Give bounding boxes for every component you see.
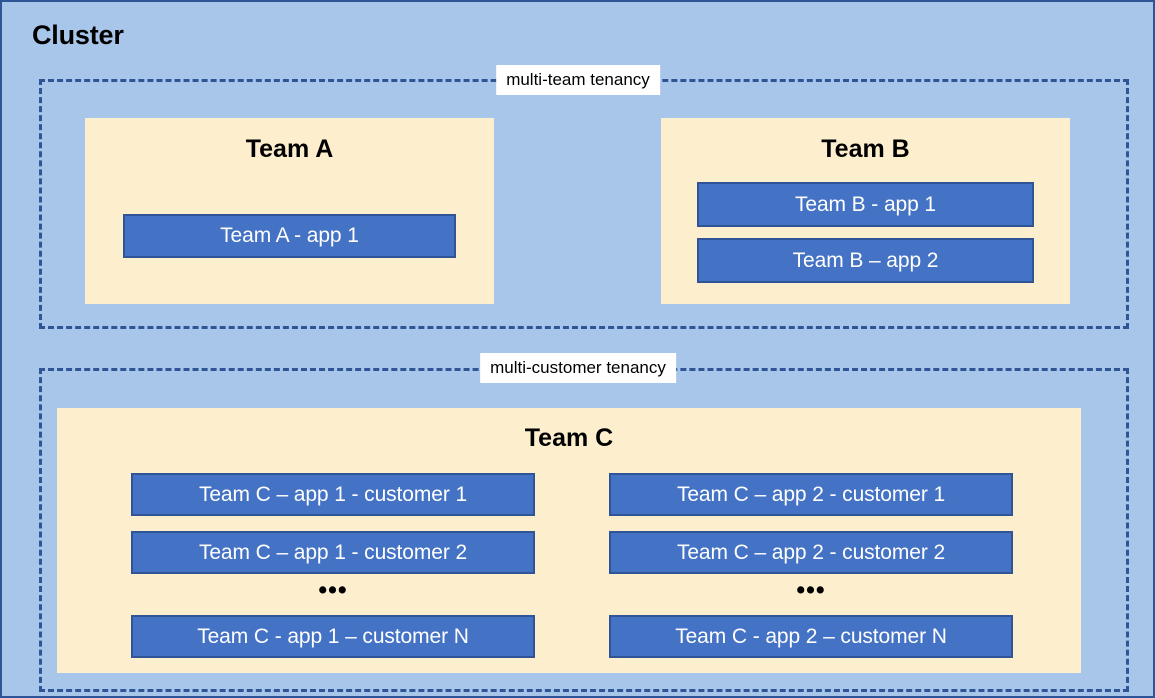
team-box-team-a: Team A Team A - app 1 [85, 118, 494, 304]
team-box-team-c: Team C Team C – app 1 - customer 1 Team … [57, 408, 1081, 673]
app-box-team-c-app2-customerN[interactable]: Team C - app 2 – customer N [609, 615, 1013, 658]
app-box-team-c-app1-customer1[interactable]: Team C – app 1 - customer 1 [131, 473, 535, 516]
ellipsis-team-c-app2-glyph: ••• [796, 576, 826, 604]
app-box-team-a-app-1[interactable]: Team A - app 1 [123, 214, 456, 258]
cluster-title: Cluster [32, 20, 124, 50]
app-box-team-c-app2-customer2[interactable]: Team C – app 2 - customer 2 [609, 531, 1013, 574]
tenancy-label-multi-team: multi-team tenancy [496, 65, 660, 95]
app-box-team-c-app1-customerN[interactable]: Team C - app 1 – customer N [131, 615, 535, 658]
app-box-team-c-app1-customer2[interactable]: Team C – app 1 - customer 2 [131, 531, 535, 574]
app-box-team-b-app-1[interactable]: Team B - app 1 [697, 182, 1034, 227]
team-title-team-c: Team C [524, 424, 614, 452]
team-box-team-b: Team B Team B - app 1 Team B – app 2 [661, 118, 1070, 304]
app-box-team-b-app-2[interactable]: Team B – app 2 [697, 238, 1034, 283]
team-title-team-b: Team B [821, 135, 910, 163]
tenancy-label-multi-customer: multi-customer tenancy [480, 353, 676, 383]
app-box-team-c-app2-customer1[interactable]: Team C – app 2 - customer 1 [609, 473, 1013, 516]
ellipsis-team-c-app1-glyph: ••• [318, 576, 348, 604]
team-title-team-a: Team A [245, 135, 334, 163]
